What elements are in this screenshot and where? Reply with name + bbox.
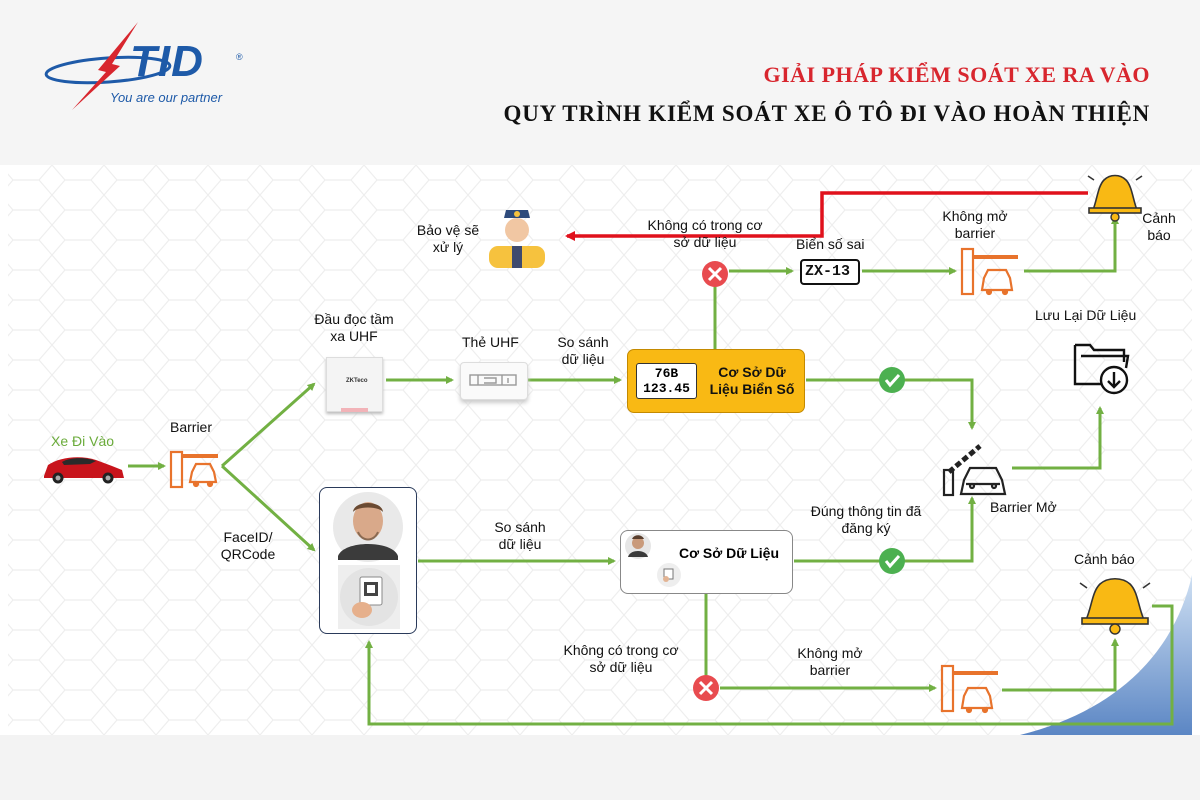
not-in-db-label-top: Không có trong cơ sở dữ liệu <box>647 217 763 250</box>
barrier-icon-bottom <box>940 664 998 714</box>
folder-download-icon <box>1073 343 1130 395</box>
compare-label-bottom: So sánh dữ liệu <box>494 519 546 552</box>
correct-info-label: Đúng thông tin đã đăng ký <box>810 503 922 536</box>
logo-tagline: You are our partner <box>110 90 223 105</box>
header-background <box>0 0 1200 165</box>
barrier-icon-entry <box>169 450 218 489</box>
page-title: GIẢI PHÁP KIỂM SOÁT XE RA VÀO <box>763 62 1150 87</box>
bell-icon-top <box>1087 174 1143 222</box>
uhf-reader-label: Đầu đọc tầm xa UHF <box>314 311 394 344</box>
barrier-open-icon <box>942 444 1007 497</box>
uhf-reader-device: ZKTeco <box>326 357 383 412</box>
arrow-platedb-to-open <box>806 378 976 430</box>
no-open-label-bottom: Không mở barrier <box>797 645 863 678</box>
arrow-db-to-open <box>794 496 976 563</box>
alert-label-bottom: Cảnh báo <box>1074 551 1135 567</box>
car-icon <box>44 457 124 484</box>
loop-back-to-face <box>365 604 1174 726</box>
faceid-qr-panel <box>319 487 417 634</box>
arrow-barrier-to-face <box>220 464 316 552</box>
check-icon-bottom <box>879 548 905 574</box>
car-label: Xe Đi Vào <box>51 433 115 449</box>
plate-database-box: 76B 123.45 Cơ Sở Dữ Liệu Biển Số <box>627 349 805 413</box>
not-in-db-label-bottom: Không có trong cơ sở dữ liệu <box>563 642 679 675</box>
uhf-card-label: Thẻ UHF <box>462 334 519 350</box>
database-label: Cơ Sở Dữ Liệu <box>678 545 780 561</box>
arrow-barrier-to-alert-bottom <box>1002 638 1119 692</box>
arrow-barrier-to-alert-top <box>1024 216 1119 273</box>
logo-registered-mark: ® <box>236 52 243 62</box>
barrier-open-label: Barrier Mở <box>990 499 1057 515</box>
barrier-label: Barrier <box>170 419 213 435</box>
wrong-plate-label: Biển số sai <box>796 236 865 252</box>
no-open-label-top: Không mở barrier <box>942 208 1008 241</box>
arrow-open-to-save <box>1012 406 1104 470</box>
wrong-plate-text: ZX-13 <box>805 263 851 280</box>
barrier-icon-top <box>960 247 1018 296</box>
wrong-plate-icon <box>800 259 860 285</box>
faceid-label: FaceID/ QRCode <box>220 529 276 562</box>
logo-text: TID <box>130 37 204 86</box>
page-subtitle: QUY TRÌNH KIỂM SOÁT XE Ô TÔ ĐI VÀO HOÀN … <box>503 101 1150 126</box>
check-icon-top <box>879 367 905 393</box>
reject-icon-bottom <box>693 675 719 701</box>
license-plate-image: 76B 123.45 <box>636 363 697 399</box>
plate-database-label: Cơ Sở Dữ Liệu Biển Số <box>709 364 795 397</box>
corner-swoosh <box>1020 575 1192 735</box>
security-guard-icon <box>489 210 545 268</box>
save-data-label: Lưu Lại Dữ Liệu <box>1035 307 1137 323</box>
red-alert-arrow <box>565 191 1088 241</box>
reject-icon-top <box>702 261 728 287</box>
arrow-barrier-to-reader <box>221 382 316 468</box>
bell-icon-bottom <box>1079 577 1151 635</box>
uhf-card-image <box>460 362 528 400</box>
guard-label: Bảo vệ sẽ xử lý <box>416 222 480 255</box>
database-box: Cơ Sở Dữ Liệu <box>620 530 793 594</box>
compare-label-top: So sánh dữ liệu <box>557 334 609 367</box>
alert-label-top: Cảnh báo <box>1142 210 1176 243</box>
